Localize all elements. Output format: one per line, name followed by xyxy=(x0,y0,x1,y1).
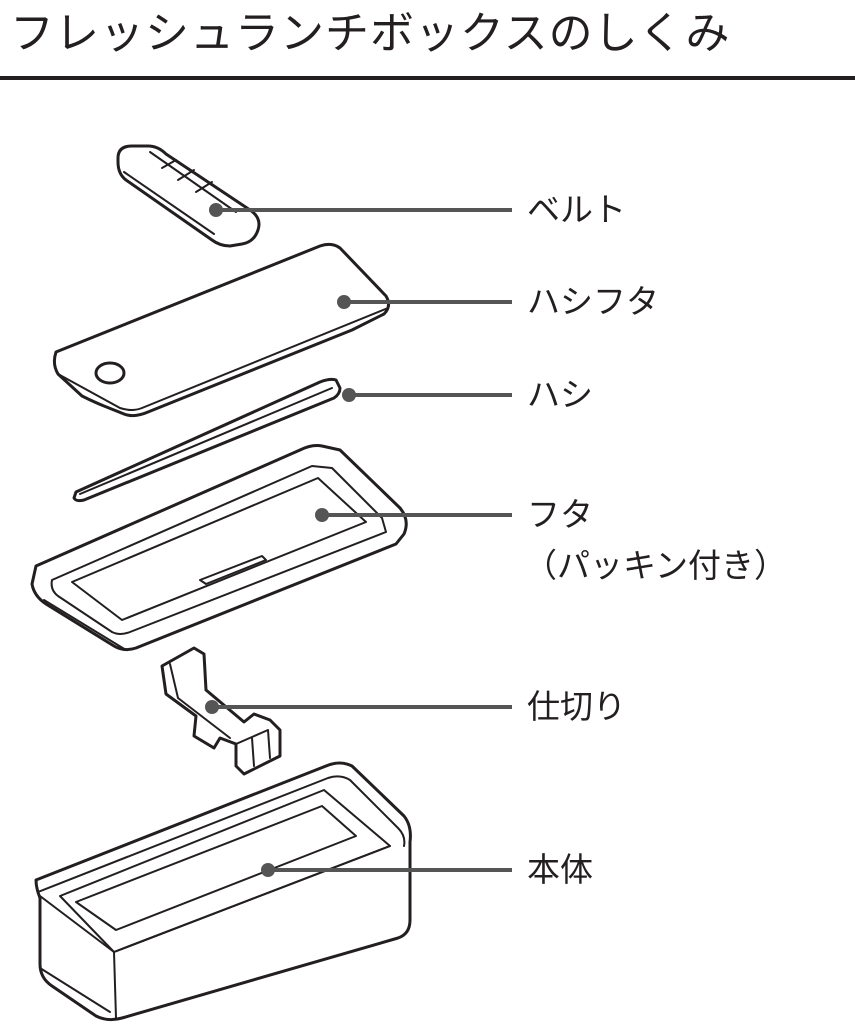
label-body: 本体 xyxy=(527,850,593,889)
leader-dot-body xyxy=(261,863,275,877)
label-belt: ベルト xyxy=(527,190,626,229)
label-chopsticks: ハシ xyxy=(527,375,593,414)
leader-dot-divider xyxy=(205,700,219,714)
page-title: フレッシュランチボックスのしくみ xyxy=(10,8,731,59)
title-underline xyxy=(0,76,855,80)
chopsticks-illustration xyxy=(72,377,342,503)
label-divider: 仕切り xyxy=(527,687,626,726)
leader-lines xyxy=(212,208,512,872)
leader-dots xyxy=(205,203,356,877)
leader-dot-lid xyxy=(315,508,329,522)
chopstick-lid-illustration xyxy=(52,242,391,418)
body-illustration xyxy=(34,761,412,1022)
lid-illustration xyxy=(30,444,408,652)
belt-illustration xyxy=(116,144,261,248)
label-lid: フタ xyxy=(527,495,593,534)
label-chopstick-lid: ハシフタ xyxy=(527,282,659,321)
leader-dot-chopstick-lid xyxy=(337,295,351,309)
leader-dot-belt xyxy=(209,203,223,217)
leader-dot-chopsticks xyxy=(342,388,356,402)
label-lid-packing-note: （パッキン付き） xyxy=(524,546,788,585)
divider-illustration xyxy=(160,646,282,776)
